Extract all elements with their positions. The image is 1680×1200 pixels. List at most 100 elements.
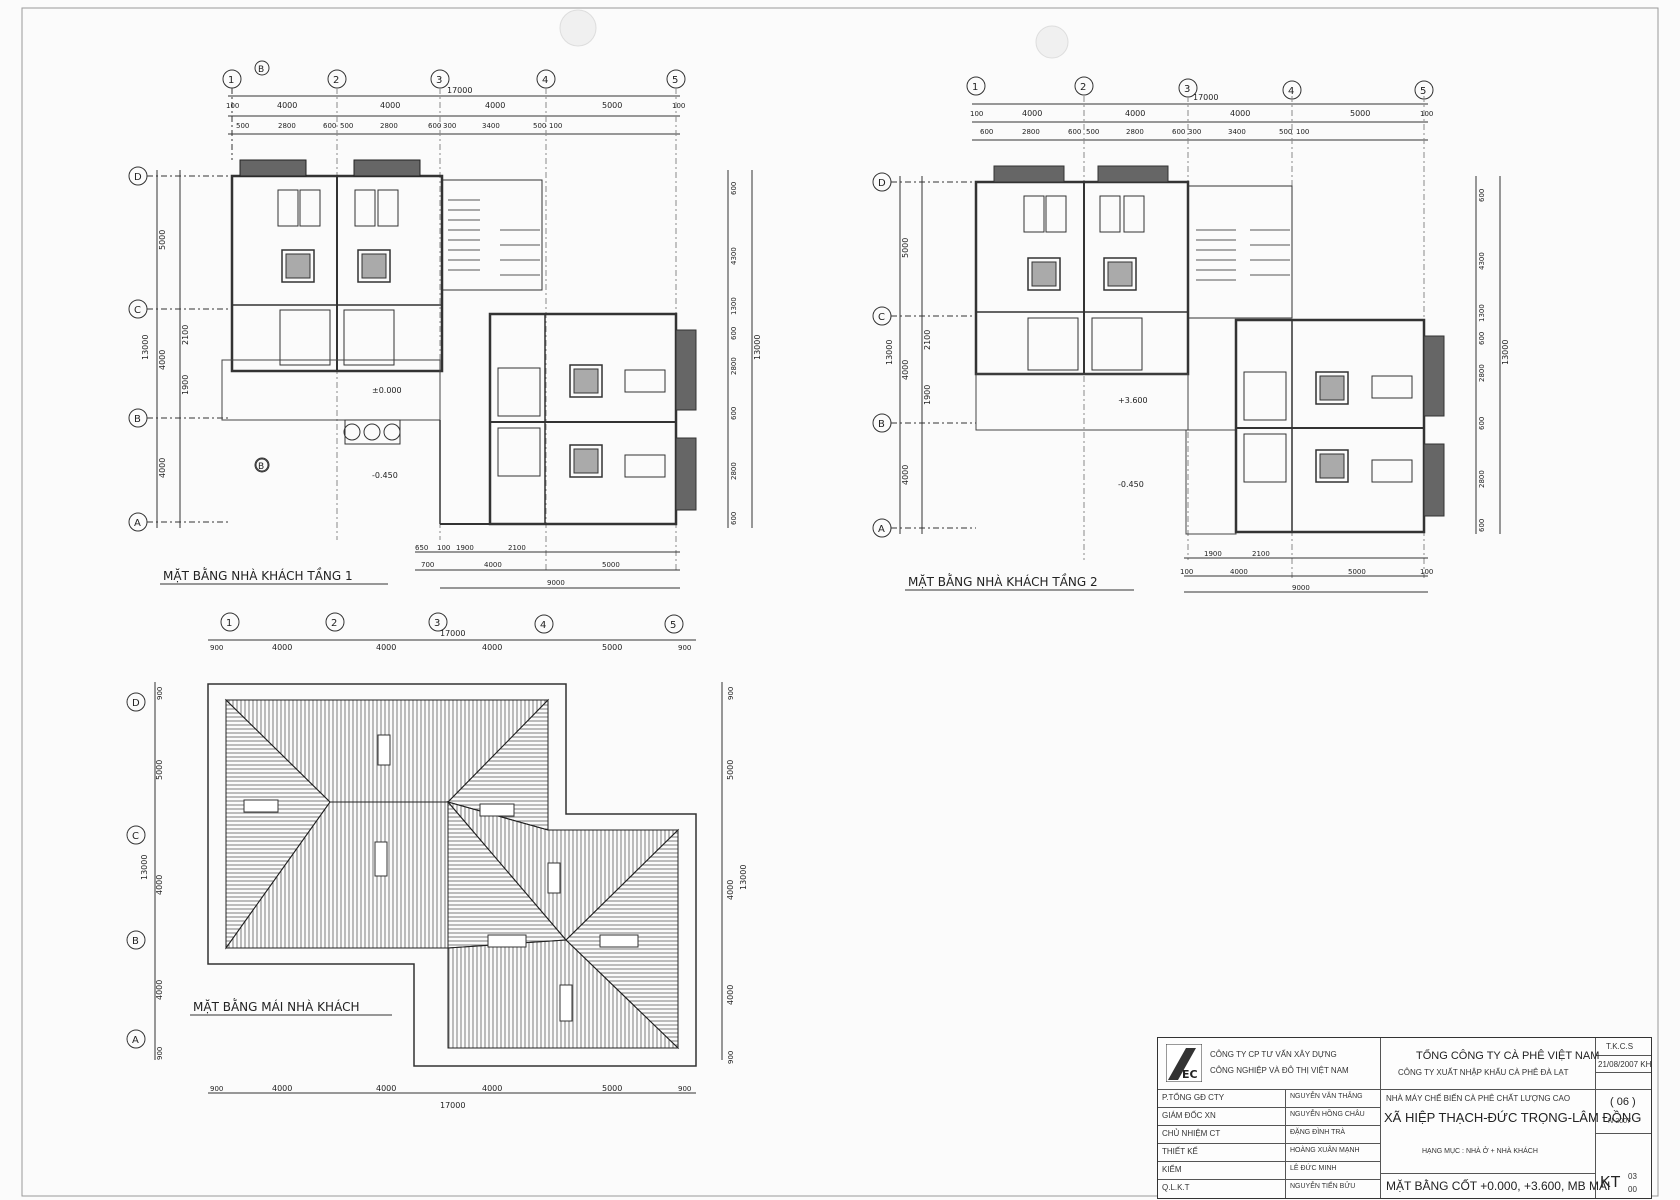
dim-text: 4000 — [482, 643, 502, 652]
dim-text: 1900 — [923, 385, 932, 405]
dim-text: 100 — [1420, 110, 1433, 118]
dim-text: 4000 — [376, 643, 396, 652]
dim-text: 13000 — [1501, 340, 1510, 365]
axis-label: C — [878, 312, 885, 323]
divider — [1595, 1133, 1651, 1134]
section-marker: B — [258, 462, 264, 472]
dim-text: 600 — [1478, 332, 1486, 345]
axis-bubbles-top: 1 2 3 4 5 — [220, 612, 684, 634]
level-mark: ±0.000 — [372, 386, 402, 395]
person-name: NGUYỄN TIẾN BỬU — [1290, 1183, 1356, 1190]
dim-text: 9000 — [1292, 584, 1310, 592]
level-mark: +3.600 — [1118, 396, 1148, 405]
dim-text: 5000 — [726, 760, 735, 780]
dim-text: 500 — [236, 122, 249, 130]
axis-bubbles-top: 1 2 3 4 5 B — [222, 60, 686, 89]
dim-text: 2800 — [730, 357, 738, 375]
axis-label: 1 — [226, 618, 232, 629]
axis-label: C — [132, 831, 139, 842]
dim-text: 4000 — [901, 360, 910, 380]
dim-text: 600 — [1478, 417, 1486, 430]
dim-text: 2800 — [1126, 128, 1144, 136]
dim-text: 100 — [1180, 568, 1193, 576]
stage-label: T.K.C.S — [1606, 1042, 1634, 1051]
company-name-1: CÔNG TY CP TƯ VẤN XÂY DỰNG — [1210, 1050, 1337, 1059]
person-name: NGUYỄN VĂN THẮNG — [1290, 1093, 1363, 1100]
divider — [1158, 1089, 1651, 1090]
axis-label: 3 — [434, 618, 440, 629]
dim-text: 5000 — [155, 760, 164, 780]
person-name: ĐẶNG ĐÌNH TRÀ — [1290, 1129, 1346, 1136]
dim-text: 4000 — [482, 1084, 502, 1093]
divider — [1158, 1125, 1380, 1126]
dim-text: 4000 — [1125, 109, 1145, 118]
plan-roof: 1 2 3 4 5 17000 900 4000 4000 4000 5000 … — [126, 612, 748, 1110]
axis-label: 4 — [542, 75, 548, 86]
dim-text: 2800 — [1478, 364, 1486, 382]
dim-text: 1300 — [730, 297, 738, 315]
dim-text: 900 — [678, 1085, 691, 1093]
role-label: CHỦ NHIỆM CT — [1162, 1129, 1221, 1138]
divider — [1158, 1179, 1380, 1180]
axis-label: B — [878, 419, 885, 430]
drawing-number: ( 06 ) — [1610, 1096, 1636, 1108]
dim-text: 100 — [549, 122, 562, 130]
axis-label: 5 — [672, 75, 678, 86]
company-logo: EC — [1165, 1043, 1203, 1083]
section-marker: B — [258, 65, 264, 75]
dim-text: 600 — [1172, 128, 1185, 136]
dim-text: 5000 — [901, 238, 910, 258]
dim-text: 100 — [1296, 128, 1309, 136]
dim-text: 4000 — [484, 561, 502, 569]
dim-text: 600 — [730, 512, 738, 525]
dim-overall: 17000 — [447, 86, 472, 95]
dim-text: 900 — [678, 644, 691, 652]
dim-text: 4300 — [730, 247, 738, 265]
dim-text: 4000 — [726, 880, 735, 900]
project-line-2: XÃ HIỆP THẠCH-ĐỨC TRỌNG-LÂM ĐỒNG — [1384, 1110, 1642, 1125]
axis-label: 1 — [972, 82, 978, 93]
dim-text: 4000 — [376, 1084, 396, 1093]
dim-text: 4000 — [158, 458, 167, 478]
dim-text: 4000 — [901, 465, 910, 485]
dim-text: 100 — [226, 102, 239, 110]
plan-second-floor: 1 2 3 4 5 17000 100 4000 4000 4000 5000 … — [872, 76, 1510, 593]
dim-text: 600 — [323, 122, 336, 130]
axis-label: 2 — [331, 618, 337, 629]
dim-overall: 17000 — [1193, 93, 1218, 102]
dim-text: 13000 — [739, 865, 748, 890]
dim-overall: 17000 — [440, 629, 465, 638]
dim-text: 4000 — [485, 101, 505, 110]
person-name: LÊ ĐỨC MINH — [1290, 1165, 1337, 1172]
dim-text: 3400 — [1228, 128, 1246, 136]
dim-text: 9000 — [547, 579, 565, 587]
axis-label: A — [132, 1035, 139, 1046]
dim-text: 4000 — [380, 101, 400, 110]
divider — [1158, 1143, 1380, 1144]
dim-text: 2800 — [278, 122, 296, 130]
dim-text: 4000 — [1022, 109, 1042, 118]
axis-label: B — [134, 414, 141, 425]
dim-text: 13000 — [885, 340, 894, 365]
drawing-number-sub: N-2007 — [1608, 1118, 1631, 1125]
project-line-1: NHÀ MÁY CHẾ BIẾN CÀ PHÊ CHẤT LƯỢNG CAO — [1386, 1094, 1571, 1103]
axis-bubbles-left: D C B A — [126, 692, 146, 1049]
role-label: Q.L.K.T — [1162, 1183, 1190, 1192]
dim-text: 2100 — [508, 544, 526, 552]
dim-text: 4000 — [272, 1084, 292, 1093]
dim-text: 5000 — [602, 643, 622, 652]
dim-text: 500 — [1279, 128, 1292, 136]
axis-label: 5 — [670, 620, 676, 631]
dim-text: 500 — [1086, 128, 1099, 136]
dim-text: 900 — [210, 1085, 223, 1093]
dim-text: 2800 — [380, 122, 398, 130]
dim-text: 1900 — [456, 544, 474, 552]
dim-text: 600 — [1478, 519, 1486, 532]
project-item: HẠNG MỤC : NHÀ Ở + NHÀ KHÁCH — [1422, 1148, 1538, 1155]
dim-text: 600 — [730, 182, 738, 195]
plan-title: MẶT BẰNG NHÀ KHÁCH TẦNG 2 — [908, 573, 1098, 589]
level-mark: -0.450 — [372, 471, 398, 480]
drawing-title: MẶT BẰNG CỐT +0.000, +3.600, MB MÁI — [1386, 1179, 1611, 1193]
axis-label: 3 — [1184, 84, 1190, 95]
dim-text: 5000 — [602, 561, 620, 569]
